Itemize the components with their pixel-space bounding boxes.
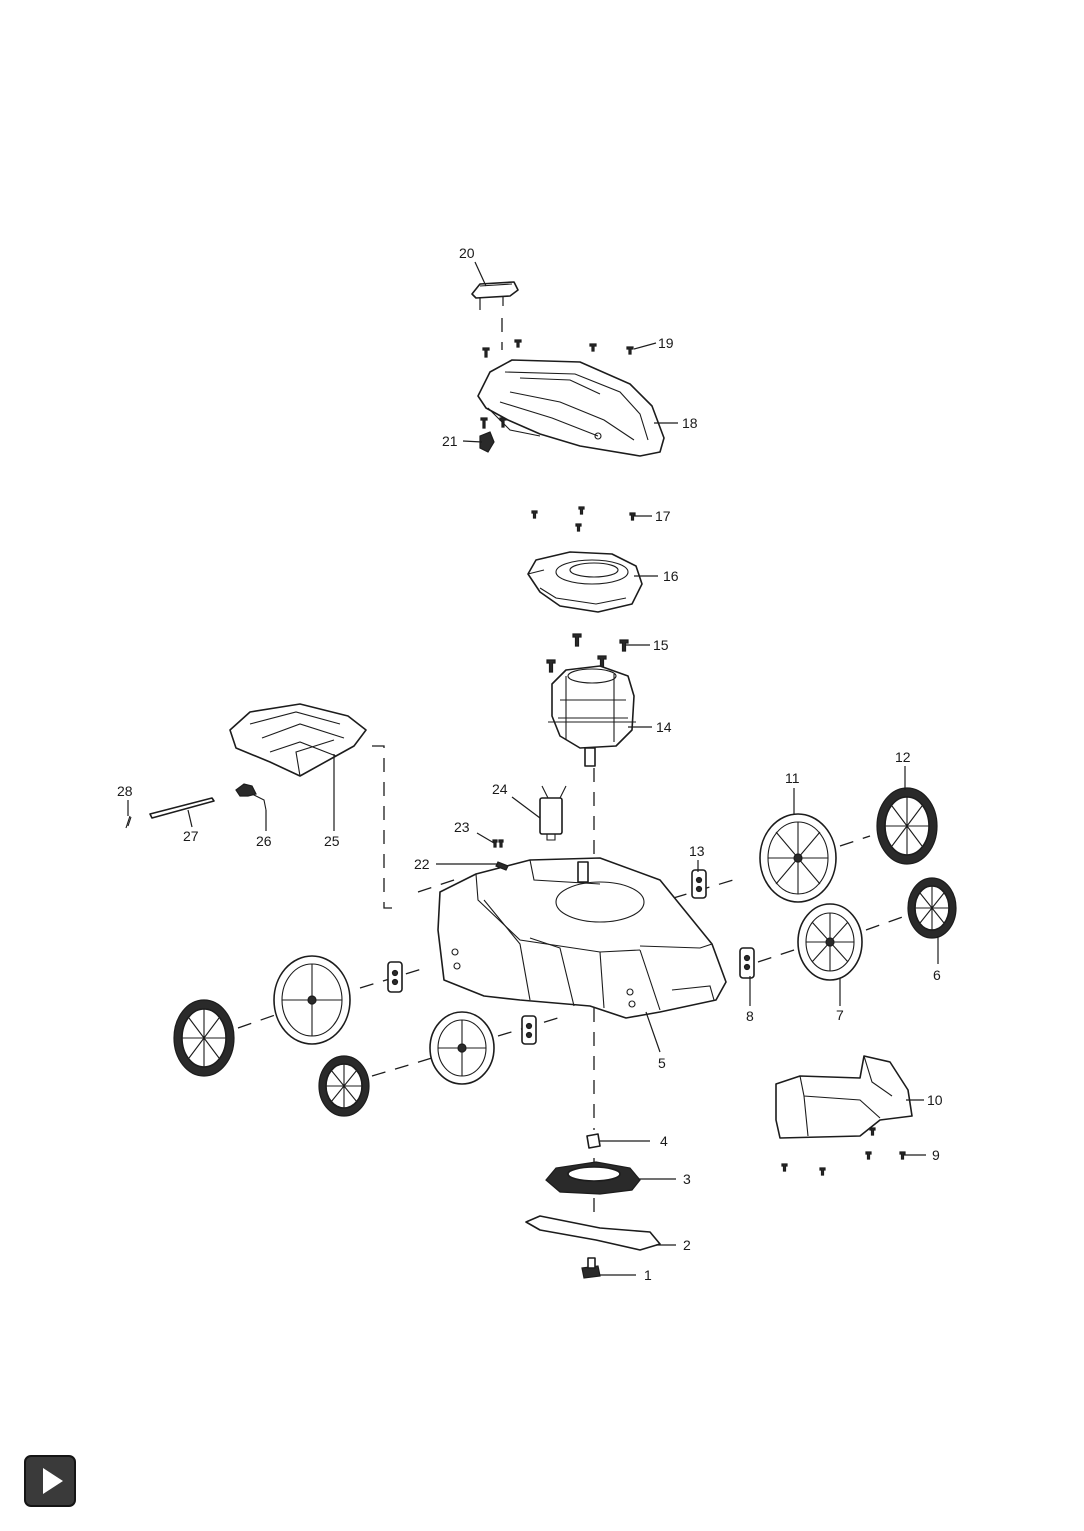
- label-15: 15: [653, 637, 669, 653]
- part-8-axle-bracket: [739, 947, 755, 979]
- part-25-grass-box-lid: [229, 703, 367, 777]
- label-16: 16: [663, 568, 679, 584]
- label-6: 6: [933, 967, 941, 983]
- label-7: 7: [836, 1007, 844, 1023]
- label-26: 26: [256, 833, 272, 849]
- left-front-wheel: [429, 1011, 495, 1085]
- label-2: 2: [683, 1237, 691, 1253]
- part-20-switch-button: [471, 281, 519, 310]
- axle-bracket-left-front: [521, 1015, 537, 1045]
- label-8: 8: [746, 1008, 754, 1024]
- label-28: 28: [117, 783, 133, 799]
- label-4: 4: [660, 1133, 668, 1149]
- label-5: 5: [658, 1055, 666, 1071]
- part-5-mower-deck: [437, 857, 727, 1019]
- play-icon: [43, 1468, 63, 1494]
- label-23: 23: [454, 819, 470, 835]
- label-1: 1: [644, 1267, 652, 1283]
- left-rear-wheel: [273, 955, 351, 1045]
- label-9: 9: [932, 1147, 940, 1163]
- part-18-upper-housing: [477, 359, 665, 457]
- part-4-nut: [586, 1133, 601, 1149]
- part-26-clip: [235, 783, 267, 811]
- part-14-motor: [548, 665, 636, 767]
- part-15-screws: [546, 633, 629, 673]
- label-18: 18: [682, 415, 698, 431]
- part-24-capacitor: [539, 785, 567, 841]
- part-10-rear-flap: [775, 1055, 913, 1139]
- part-2-blade: [525, 1215, 661, 1251]
- label-24: 24: [492, 781, 508, 797]
- label-3: 3: [683, 1171, 691, 1187]
- label-25: 25: [324, 833, 340, 849]
- part-13-axle-bracket: [691, 869, 707, 899]
- label-13: 13: [689, 843, 705, 859]
- part-21-safety-key: [479, 431, 495, 453]
- part-9-screws: [781, 1127, 906, 1176]
- label-20: 20: [459, 245, 475, 261]
- part-28-pin: [125, 815, 132, 829]
- left-rear-wheel-cap: [173, 999, 235, 1077]
- part-16-motor-cover: [527, 551, 643, 613]
- part-23-screws: [492, 839, 504, 848]
- label-12: 12: [895, 749, 911, 765]
- label-22: 22: [414, 856, 430, 872]
- part-1-blade-bolt: [581, 1257, 601, 1279]
- part-7-front-wheel: [797, 903, 863, 981]
- part-11-rear-wheel: [759, 813, 837, 903]
- part-3-blade-holder: [545, 1161, 641, 1195]
- label-10: 10: [927, 1092, 943, 1108]
- part-12-wheel-cap: [876, 787, 938, 865]
- label-14: 14: [656, 719, 672, 735]
- label-17: 17: [655, 508, 671, 524]
- axle-bracket-left-rear: [387, 961, 403, 993]
- part-27-rod: [149, 797, 215, 819]
- label-19: 19: [658, 335, 674, 351]
- part-22-cable: [495, 861, 509, 871]
- left-front-wheel-cap: [318, 1055, 370, 1117]
- label-27: 27: [183, 828, 199, 844]
- part-6-wheel-cap: [907, 877, 957, 939]
- label-11: 11: [785, 770, 800, 786]
- play-button[interactable]: [24, 1455, 76, 1507]
- label-21: 21: [442, 433, 458, 449]
- part-17-screws: [531, 506, 636, 532]
